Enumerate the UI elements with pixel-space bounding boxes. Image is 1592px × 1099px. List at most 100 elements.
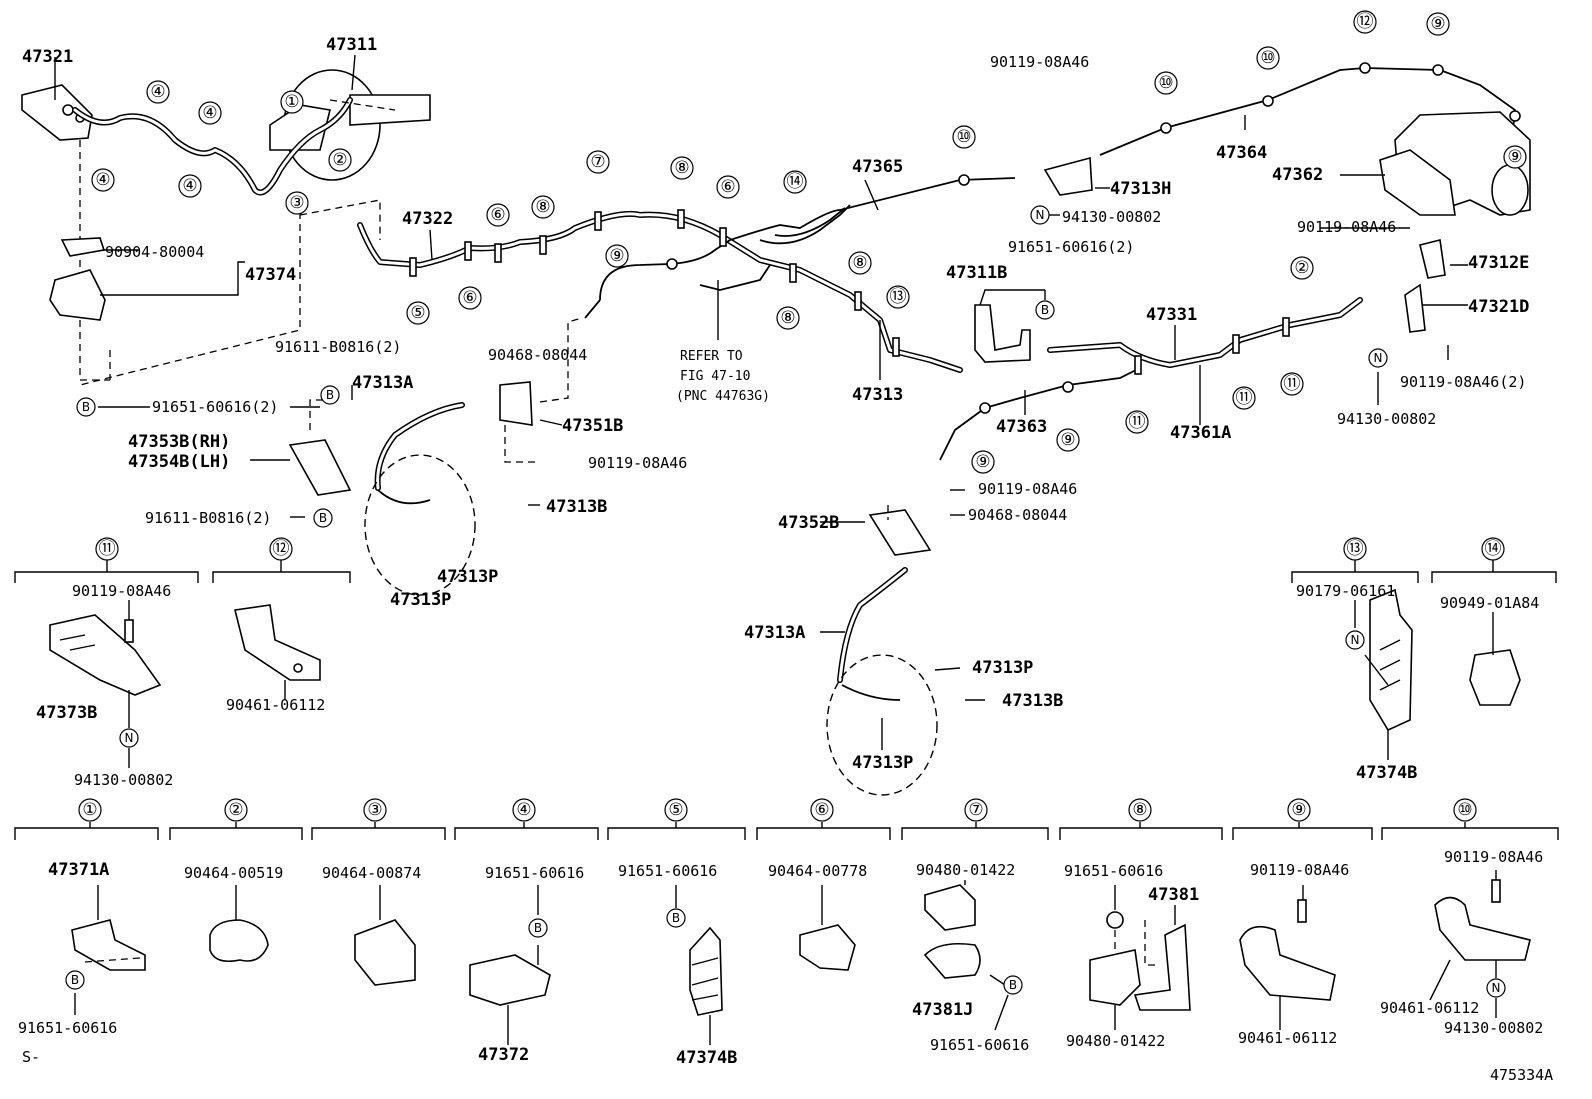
- svg-text:①: ①: [82, 800, 97, 820]
- part-47374B-a: [1369, 588, 1413, 732]
- label-47354B: 47354B(LH): [128, 452, 230, 472]
- label-s13-part: 47374B: [1356, 763, 1417, 783]
- section-10: ⑩: [1453, 798, 1477, 822]
- marker-n-4: N: [1345, 630, 1365, 650]
- label-47313P-d: 47313P: [852, 753, 913, 773]
- label-47353B: 47353B(RH): [128, 432, 230, 452]
- callout-10c: ⑩: [1256, 46, 1280, 70]
- svg-text:⑩: ⑩: [1457, 800, 1472, 820]
- svg-text:B: B: [534, 921, 542, 935]
- callout-4c: ④: [91, 168, 115, 192]
- flex-hose-group: [288, 317, 938, 796]
- label-91611-B0816-b: 91611-B0816(2): [145, 509, 271, 527]
- callout-4d: ④: [178, 174, 202, 198]
- svg-text:⑪: ⑪: [1236, 388, 1253, 408]
- svg-text:⑬: ⑬: [890, 287, 907, 307]
- callout-8a: ⑧: [531, 195, 555, 219]
- label-s2-part: 90464-00519: [184, 864, 283, 882]
- svg-text:②: ②: [228, 800, 243, 820]
- part-90949-01A84: [1469, 649, 1521, 706]
- callout-12: ⑫: [1353, 10, 1377, 34]
- callout-10b: ⑩: [1154, 71, 1178, 95]
- label-s3-part: 90464-00874: [322, 864, 421, 882]
- marker-b-1: B: [76, 397, 96, 417]
- marker-b-8: B: [1003, 975, 1023, 995]
- refer-line-2: FIG 47-10: [680, 369, 750, 384]
- label-s10-nut: 94130-00802: [1444, 1019, 1543, 1037]
- label-s11-bolt: 90119-08A46: [72, 582, 171, 600]
- svg-text:N: N: [1492, 981, 1501, 995]
- callout-9d: ⑨: [971, 450, 995, 474]
- svg-text:⑪: ⑪: [1284, 374, 1301, 394]
- label-s5-part: 47374B: [676, 1048, 737, 1068]
- bracket-47311B: [974, 304, 1031, 363]
- label-s1-clip: 91651-60616: [18, 1019, 117, 1037]
- svg-text:⑦: ⑦: [590, 152, 605, 172]
- svg-text:⑭: ⑭: [787, 172, 804, 192]
- label-47374: 47374: [245, 265, 296, 285]
- bracket-47352B: [868, 509, 932, 556]
- marker-b-2: B: [320, 385, 340, 405]
- label-47313P-a: 47313P: [437, 567, 498, 587]
- clip-90904-80004: [60, 237, 106, 257]
- label-s4-clip: 91651-60616: [485, 864, 584, 882]
- part-90461-06112-c: [1434, 896, 1531, 961]
- part-90464-00519: [209, 919, 269, 963]
- svg-text:N: N: [125, 731, 134, 745]
- label-s7-part2: 47381J: [912, 1000, 973, 1020]
- part-90464-00778: [799, 924, 856, 971]
- refer-line-1: REFER TO: [680, 349, 743, 364]
- label-90119-08A46-c: 90119-08A46: [1297, 218, 1396, 236]
- label-90119-08A46-a: 90119-08A46: [588, 454, 687, 472]
- svg-text:⑨: ⑨: [1430, 14, 1445, 34]
- part-47381J: [923, 942, 981, 979]
- svg-text:④: ④: [95, 170, 110, 190]
- callout-6c: ⑥: [716, 175, 740, 199]
- label-s11-part: 47373B: [36, 703, 97, 723]
- label-47365: 47365: [852, 157, 903, 177]
- callout-10a: ⑩: [952, 125, 976, 149]
- label-94130-00802-a: 94130-00802: [1062, 208, 1161, 226]
- label-s8-part: 47381: [1148, 885, 1199, 905]
- callout-7: ⑦: [586, 150, 610, 174]
- callout-8d: ⑧: [848, 251, 872, 275]
- label-s12-part: 90461-06112: [226, 696, 325, 714]
- svg-text:⑨: ⑨: [1507, 147, 1522, 167]
- svg-text:②: ②: [1294, 258, 1309, 278]
- callout-5: ⑤: [406, 301, 430, 325]
- label-47322: 47322: [402, 209, 453, 229]
- callout-4b: ④: [198, 101, 222, 125]
- svg-text:⑧: ⑧: [780, 308, 795, 328]
- part-90464-00874: [354, 919, 416, 986]
- part-47373B: [49, 614, 162, 696]
- label-90904-80004: 90904-80004: [105, 243, 204, 261]
- label-s1-part: 47371A: [48, 860, 109, 880]
- label-s7-part: 90480-01422: [916, 861, 1015, 879]
- svg-text:②: ②: [332, 150, 347, 170]
- marker-n-5: N: [1486, 978, 1506, 998]
- svg-text:⑥: ⑥: [814, 800, 829, 820]
- bracket-47374: [49, 269, 106, 321]
- svg-text:⑪: ⑪: [99, 539, 116, 559]
- label-s10-bolt: 90119-08A46: [1444, 848, 1543, 866]
- svg-text:③: ③: [367, 800, 382, 820]
- section-11: ⑪: [95, 537, 119, 561]
- svg-text:N: N: [1374, 351, 1383, 365]
- label-47361A: 47361A: [1170, 423, 1231, 443]
- detail-brackets: [14, 560, 1559, 840]
- section-5: ⑤: [664, 798, 688, 822]
- svg-text:⑥: ⑥: [462, 288, 477, 308]
- svg-text:⑥: ⑥: [720, 177, 735, 197]
- label-90468-08044-a: 90468-08044: [488, 346, 587, 364]
- section-8: ⑧: [1128, 798, 1152, 822]
- label-91651-60616-2a: 91651-60616(2): [152, 398, 278, 416]
- label-47321D: 47321D: [1468, 297, 1529, 317]
- section-6: ⑥: [810, 798, 834, 822]
- marker-n-3: N: [119, 728, 139, 748]
- part-47381: [1133, 923, 1191, 1011]
- svg-text:①: ①: [284, 92, 299, 112]
- svg-text:④: ④: [202, 103, 217, 123]
- svg-text:④: ④: [516, 800, 531, 820]
- svg-text:⑤: ⑤: [668, 800, 683, 820]
- callout-14: ⑭: [783, 170, 807, 194]
